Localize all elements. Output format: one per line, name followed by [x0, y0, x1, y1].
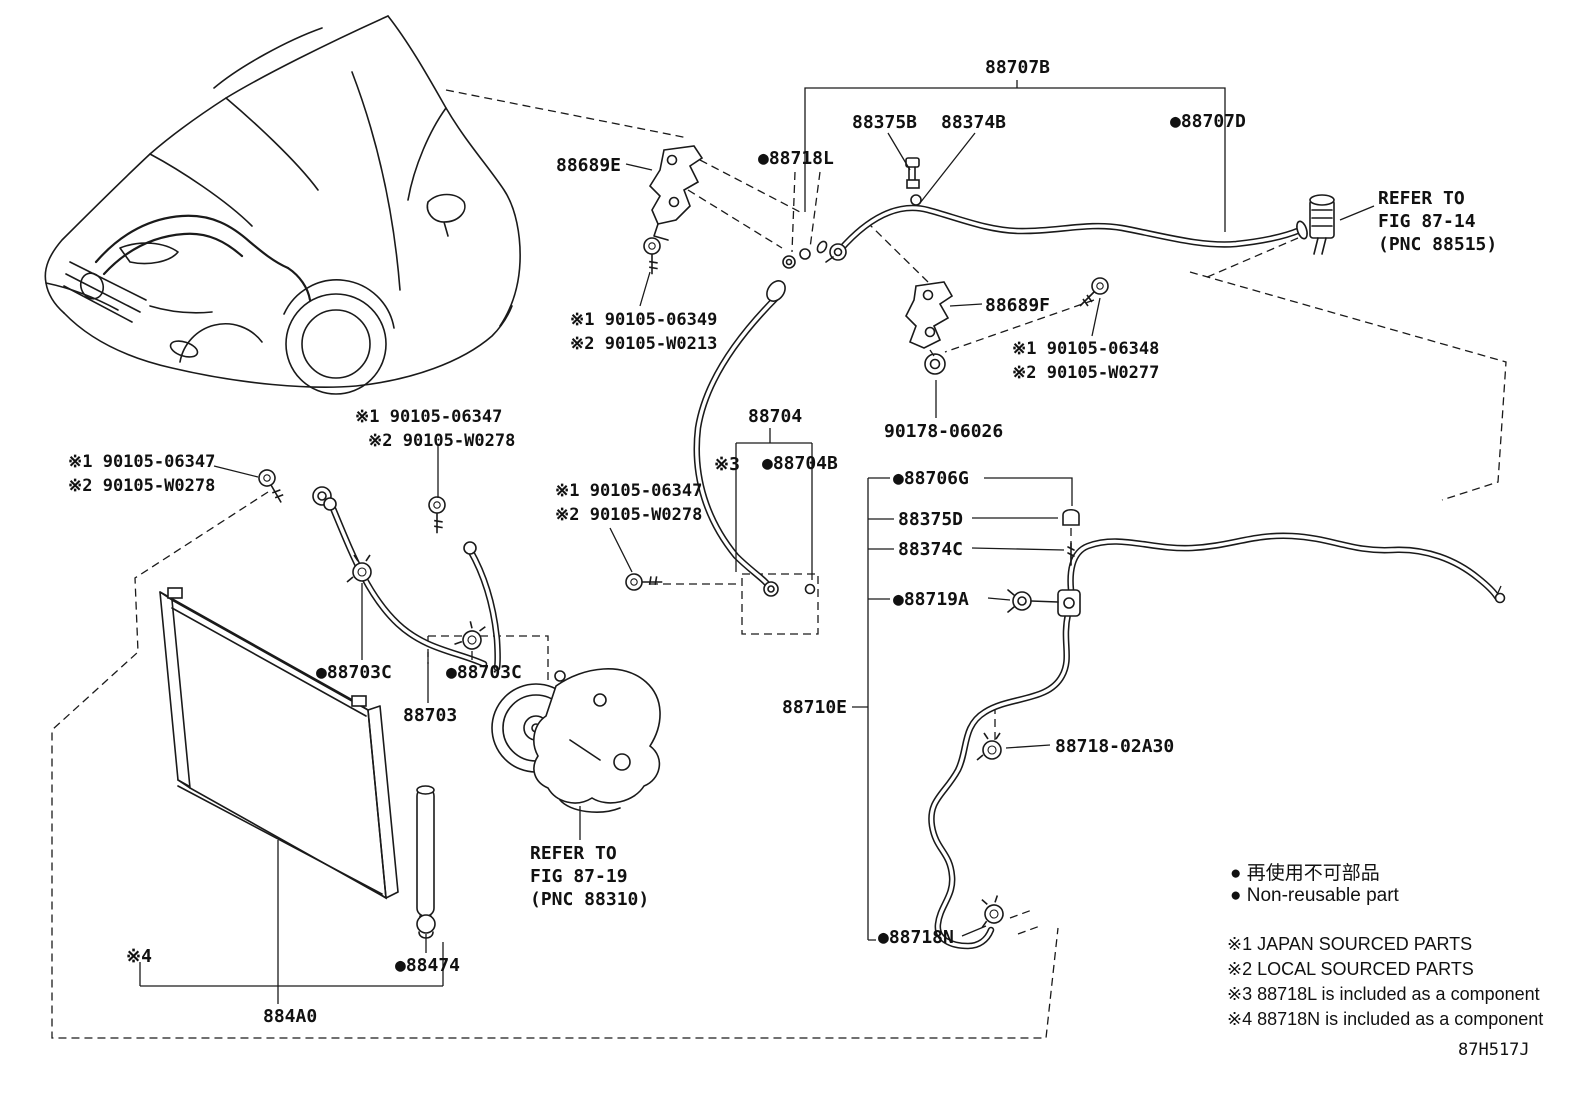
dashed-construction-lines [51, 89, 1507, 1039]
bracket-88689F [905, 281, 954, 349]
label-star4: ※4 [126, 946, 152, 967]
compressor-drawing [491, 668, 661, 813]
label-90105-06347-a: ※1 90105-06347 [355, 407, 503, 427]
label-88689F: 88689F [985, 295, 1051, 316]
label-884A0: 884A0 [263, 1006, 318, 1027]
label-star3: ※3 [714, 454, 740, 475]
refer-fig87-14-line1: REFER TO [1378, 188, 1465, 209]
label-88703: 88703 [403, 705, 458, 726]
note-88718L-component: ※3 88718L is included as a component [1227, 984, 1540, 1004]
label-88375B: 88375B [852, 112, 918, 133]
bolt-icon-left-1 [253, 467, 290, 504]
hose-88703 [312, 486, 498, 668]
fittings-88375B-88374B [905, 157, 922, 206]
label-90105-W0277: ※2 90105-W0277 [1012, 363, 1160, 383]
label-88689E: 88689E [556, 155, 622, 176]
label-90105-W0278-a: ※2 90105-W0278 [368, 431, 516, 451]
label-90178-06026: 90178-06026 [884, 421, 1004, 442]
valve-88719A-and-caps [1007, 508, 1080, 613]
note-japan-sourced: ※1 JAPAN SOURCED PARTS [1227, 934, 1473, 954]
label-90105-06347-b: ※1 90105-06347 [68, 452, 216, 472]
label-88719A: ●88719A [893, 589, 969, 610]
bolt-icon-right [1079, 277, 1109, 307]
refer-fig87-14-line2: FIG 87-14 [1378, 211, 1476, 232]
note-88718N-component: ※4 88718N is included as a component [1227, 1009, 1544, 1029]
label-88718-02A30: 88718-02A30 [1055, 736, 1175, 757]
label-88703C-2: ●88703C [446, 662, 522, 683]
refer-fig87-19-line1: REFER TO [530, 843, 617, 864]
receiver-part-fig87-14 [1309, 194, 1335, 255]
label-88374C: 88374C [898, 539, 964, 560]
leader-lines [139, 80, 1502, 1004]
refer-fig87-19-line2: FIG 87-19 [530, 866, 628, 887]
note-local-sourced: ※2 LOCAL SOURCED PARTS [1227, 959, 1474, 979]
bolt-icon-90105-06349 [631, 233, 673, 276]
label-88704B: ●88704B [762, 453, 838, 474]
label-88704: 88704 [748, 406, 803, 427]
bracket-88689E [648, 145, 704, 241]
label-88706G: ●88706G [893, 468, 969, 489]
label-88710E: 88710E [782, 697, 848, 718]
pipe-88707B [825, 208, 1308, 263]
label-88374B: 88374B [941, 112, 1007, 133]
label-90105-06348: ※1 90105-06348 [1012, 339, 1160, 359]
label-90105-06349: ※1 90105-06349 [570, 310, 718, 330]
condenser-drawing [159, 587, 436, 939]
bolt-icon-left-2 [416, 492, 458, 535]
refer-fig87-14-line3: (PNC 88515) [1378, 234, 1498, 255]
hose-88704 [697, 240, 828, 597]
pipe-88710E [931, 536, 1506, 946]
label-88718N: ●88718N [878, 927, 954, 948]
label-90105-W0278-b: ※2 90105-W0278 [68, 476, 216, 496]
label-90105-06347-c: ※1 90105-06347 [555, 481, 703, 501]
label-88707B: 88707B [985, 57, 1051, 78]
legend-non-reusable-en: ● Non-reusable part [1230, 885, 1399, 906]
label-88703C-1: ●88703C [316, 662, 392, 683]
label-88375D: 88375D [898, 509, 964, 530]
label-88474: ●88474 [395, 955, 461, 976]
diagram-code: 87H517J [1458, 1040, 1530, 1060]
label-90105-W0213: ※2 90105-W0213 [570, 334, 718, 354]
car-sketch [44, 15, 521, 395]
label-88707D: ●88707D [1170, 111, 1246, 132]
refer-fig87-19-line3: (PNC 88310) [530, 889, 650, 910]
label-90105-W0278-c: ※2 90105-W0278 [555, 505, 703, 525]
nut-90178-06026-icon [924, 353, 946, 375]
bolt-icon-center [621, 561, 664, 603]
label-88718L: ●88718L [758, 148, 834, 169]
legend-non-reusable-jp: ● 再使用不可部品 [1230, 863, 1380, 884]
